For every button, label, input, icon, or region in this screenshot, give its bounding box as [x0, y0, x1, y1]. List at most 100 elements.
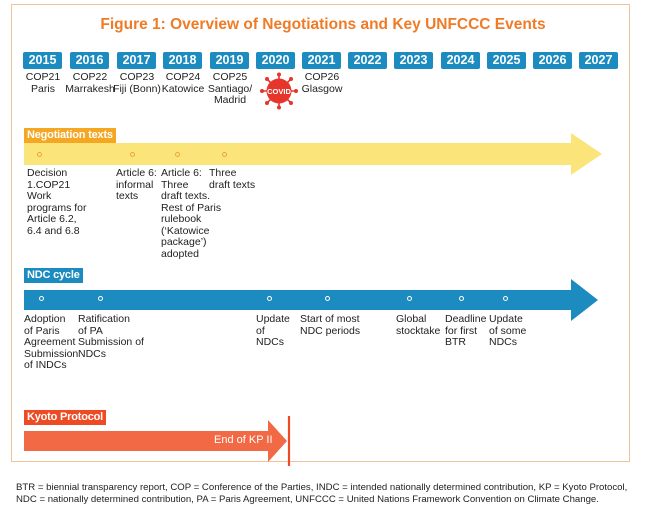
item-line: NDC periods [300, 324, 361, 337]
year-box: 2024 [441, 52, 480, 69]
negotiation-marker [130, 152, 135, 157]
item-line: programs for [27, 201, 87, 214]
cop-place: Fiji (Bonn) [113, 82, 161, 95]
item-line: (‘Katowice [161, 224, 210, 237]
ndc-arrow [24, 279, 598, 321]
cop-name: COP23 [119, 71, 155, 83]
item-line: Submission of [78, 336, 144, 348]
item-line: Article 6: [161, 167, 202, 179]
cop-place: Glasgow [301, 82, 343, 95]
cop-place-line2: Madrid [213, 94, 247, 106]
ndc-item: Deadline for first BTR [445, 313, 486, 349]
ndc-item: Ratification of PA Submission of NDCs [78, 313, 144, 360]
ndc-item: Global stocktake [396, 313, 441, 337]
year-box: 2026 [533, 52, 572, 69]
year-box: 2021 [302, 52, 341, 69]
covid-virus-icon: COVID [260, 72, 298, 110]
negotiation-texts-label: Negotiation texts [24, 128, 116, 143]
year-box: 2022 [348, 52, 387, 69]
item-line: NDCs [256, 336, 284, 348]
negotiation-item: Decision 1.COP21 Work programs for Artic… [27, 167, 87, 237]
item-line: draft texts [209, 178, 256, 191]
item-line: 1.COP21 [27, 178, 71, 191]
item-line: BTR [445, 336, 466, 348]
item-line: Global [396, 313, 427, 325]
ndc-item: Update of some NDCs [489, 313, 527, 349]
item-line: texts [116, 190, 139, 202]
ndc-marker [267, 296, 272, 301]
item-line: Update [489, 313, 523, 325]
item-line: 6.4 and 6.8 [27, 224, 80, 237]
item-line: adopted [161, 247, 199, 260]
year-box: 2023 [394, 52, 433, 69]
item-line: Submission [24, 347, 79, 360]
cop-place: Katowice [161, 82, 205, 95]
item-line: of PA [78, 324, 103, 337]
item-line: of Paris [24, 324, 60, 337]
year-box: 2025 [487, 52, 526, 69]
ndc-marker [503, 296, 508, 301]
footnote: BTR = biennial transparency report, COP … [16, 482, 628, 505]
ndc-marker [459, 296, 464, 301]
item-line: Decision [27, 167, 68, 179]
ndc-marker [98, 296, 103, 301]
ndc-item: Adoption of Paris Agreement Submission o… [24, 313, 79, 372]
item-line: of INDCs [24, 359, 67, 371]
item-line: for first [445, 324, 478, 337]
year-box: 2019 [210, 52, 249, 69]
ndc-marker [407, 296, 412, 301]
cop-label: COP25 Santiago/ Madrid [200, 71, 260, 107]
negotiation-marker [222, 152, 227, 157]
negotiation-arrow [24, 133, 602, 175]
item-line: Ratification [78, 313, 130, 325]
cop-name: COP22 [72, 71, 108, 83]
item-line: Update [256, 313, 290, 325]
cop-place: Paris [31, 82, 55, 95]
item-line: Start of most [300, 313, 360, 325]
cop-name: COP26 [304, 71, 340, 83]
item-line: of some [489, 324, 527, 337]
item-line: Rest of Paris [161, 201, 222, 214]
end-kp-label: End of KP II [214, 434, 273, 446]
item-line: Adoption [24, 313, 66, 325]
negotiation-item: Three draft texts [209, 167, 256, 191]
item-line: Three [161, 178, 189, 191]
cop-label: COP22 Marrakesh [60, 71, 120, 95]
negotiation-item: Article 6: Three draft texts. Rest of Pa… [161, 167, 222, 260]
item-line: package’) [161, 236, 207, 248]
negotiation-item: Article 6: informal texts [116, 167, 157, 203]
item-line: informal [116, 178, 154, 191]
cop-label: COP23 Fiji (Bonn) [107, 71, 167, 95]
cop-place: Marrakesh [65, 82, 115, 95]
year-box: 2016 [70, 52, 109, 69]
item-line: of [256, 324, 265, 337]
kyoto-protocol-label: Kyoto Protocol [24, 410, 107, 425]
year-box: 2027 [579, 52, 618, 69]
negotiation-marker [175, 152, 180, 157]
year-box: 2018 [163, 52, 202, 69]
figure-title: Figure 1: Overview of Negotiations and K… [100, 16, 546, 33]
item-line: Article 6.2, [27, 213, 77, 225]
item-line: stocktake [396, 324, 441, 337]
cop-place: Santiago/ [207, 82, 253, 95]
item-line: Three [209, 167, 237, 179]
ndc-marker [325, 296, 330, 301]
covid-label: COVID [267, 87, 291, 96]
ndc-item: Update of NDCs [256, 313, 290, 349]
cop-label: COP24 Katowice [153, 71, 213, 95]
cop-label: COP21 Paris [13, 71, 73, 95]
item-line: rulebook [161, 213, 202, 225]
cop-name: COP24 [165, 71, 201, 83]
item-line: Article 6: [116, 167, 157, 179]
negotiation-marker [37, 152, 42, 157]
item-line: NDCs [489, 336, 517, 348]
ndc-cycle-label: NDC cycle [24, 268, 83, 283]
ndc-item: Start of most NDC periods [300, 313, 361, 337]
cop-name: COP25 [212, 71, 248, 83]
item-line: Agreement [24, 336, 76, 348]
cop-name: COP21 [25, 71, 61, 83]
item-line: draft texts. [161, 190, 211, 202]
ndc-marker [39, 296, 44, 301]
cop-label: COP26 Glasgow [292, 71, 352, 95]
